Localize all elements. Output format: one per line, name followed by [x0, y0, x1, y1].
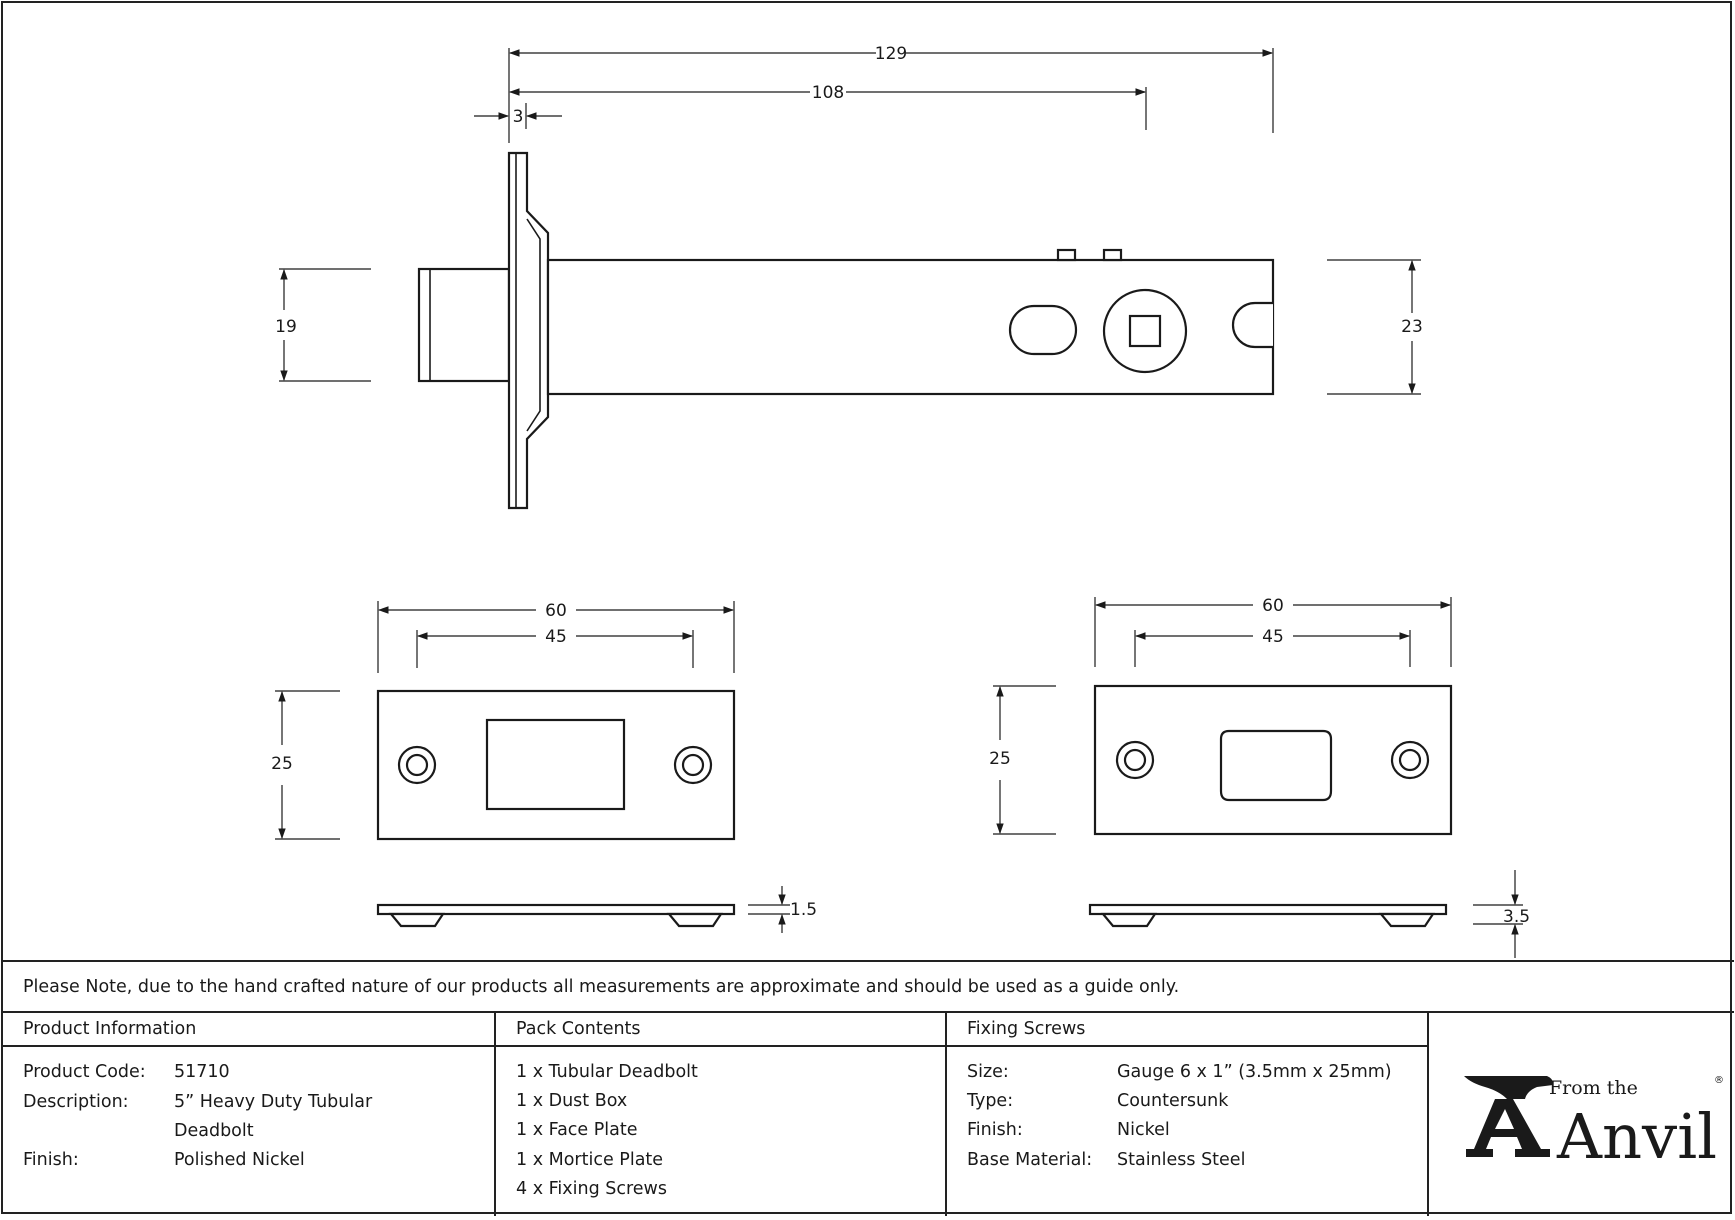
- dim-backset-length: 108: [812, 83, 844, 103]
- pack-item: 1 x Face Plate: [516, 1120, 638, 1140]
- screw-hole-countersink: [681, 753, 705, 777]
- anvil-logo-mark: From the Anvil ®: [1464, 1075, 1724, 1173]
- logo-from-the: From the: [1549, 1077, 1638, 1099]
- case-tab: [1056, 248, 1077, 262]
- dim-mortice-plate-hole-spacing: 45: [1262, 627, 1284, 647]
- screw-hole-countersink: [1123, 748, 1147, 772]
- fixing-screws-heading: Fixing Screws: [947, 1013, 1427, 1047]
- face-plate-front-view: [376, 689, 736, 841]
- face-plate-side-view: 1.5: [376, 886, 817, 933]
- screw-hole-countersink: [405, 753, 429, 777]
- square-spindle-hole: [1128, 314, 1162, 348]
- screw-material-label: Base Material:: [967, 1150, 1093, 1170]
- dim-face-plate-hole-spacing: 45: [545, 627, 567, 647]
- dim-case-height: 23: [1401, 317, 1423, 337]
- screw-finish-label: Finish:: [967, 1120, 1023, 1140]
- product-info-heading: Product Information: [3, 1013, 494, 1047]
- case-end-notch: [1231, 301, 1273, 349]
- screw-size-label: Size:: [967, 1062, 1009, 1082]
- finish-value: Polished Nickel: [174, 1150, 305, 1170]
- dim-face-plate-height: 25: [271, 754, 293, 774]
- dim-mortice-plate-height: 25: [989, 749, 1011, 769]
- product-code-label: Product Code:: [23, 1062, 146, 1082]
- bolt-head: [417, 267, 511, 383]
- screw-material-value: Stainless Steel: [1117, 1150, 1246, 1170]
- disclaimer-text: Please Note, due to the hand crafted nat…: [23, 977, 1180, 997]
- dim-mortice-plate-width: 60: [1262, 596, 1284, 616]
- deadbolt-drawing: 129 108 3 19 23: [271, 44, 1530, 958]
- dim-bolt-height: 19: [275, 317, 297, 337]
- pack-item: 1 x Mortice Plate: [516, 1150, 664, 1170]
- face-plate-flange: [507, 151, 550, 510]
- screw-type-label: Type:: [967, 1091, 1014, 1111]
- mortice-plate-dimensions: 60 45 25: [989, 596, 1452, 835]
- pack-contents-panel: Pack Contents 1 x Tubular Deadbolt 1 x D…: [496, 1013, 947, 1216]
- logo-brand: Anvil: [1556, 1100, 1717, 1173]
- disclaimer-row: Please Note, due to the hand crafted nat…: [3, 960, 1734, 1013]
- dim-mortice-plate-depth: 3.5: [1503, 907, 1530, 927]
- description-value-line2: Deadbolt: [174, 1121, 254, 1141]
- finish-label: Finish:: [23, 1150, 79, 1170]
- fixing-screws-panel: Fixing Screws Size: Gauge 6 x 1” (3.5mm …: [947, 1013, 1429, 1216]
- description-label: Description:: [23, 1092, 129, 1112]
- dim-overall-length: 129: [875, 44, 907, 64]
- screw-finish-value: Nickel: [1117, 1120, 1170, 1140]
- case-tab: [1102, 248, 1123, 262]
- dim-face-plate-depth: 1.5: [790, 900, 817, 920]
- mortice-plate-front-view: [1093, 684, 1453, 836]
- pack-item: 4 x Fixing Screws: [516, 1179, 667, 1199]
- pack-contents-heading: Pack Contents: [496, 1013, 945, 1047]
- mortice-plate-side-view: 3.5: [1088, 870, 1530, 958]
- pack-item: 1 x Tubular Deadbolt: [516, 1062, 698, 1082]
- anvil-logo: From the Anvil ®: [1429, 1013, 1734, 1216]
- product-code-value: 51710: [174, 1062, 230, 1082]
- screw-type-value: Countersunk: [1117, 1091, 1229, 1111]
- pack-item: 1 x Dust Box: [516, 1091, 628, 1111]
- deadbolt-side-view: [417, 151, 1275, 510]
- product-info-panel: Product Information Product Code: 51710 …: [3, 1013, 496, 1216]
- bolt-opening: [485, 718, 626, 811]
- description-value-line1: 5” Heavy Duty Tubular: [174, 1092, 373, 1112]
- strike-opening: [1219, 729, 1333, 802]
- logo-registered: ®: [1714, 1075, 1724, 1086]
- dim-faceplate-thickness: 3: [513, 107, 524, 127]
- screw-hole-countersink: [1398, 748, 1422, 772]
- spindle-slot: [1008, 304, 1078, 356]
- dim-face-plate-width: 60: [545, 601, 567, 621]
- deadbolt-dimensions: 129 108 3 19 23: [275, 44, 1423, 395]
- screw-size-value: Gauge 6 x 1” (3.5mm x 25mm): [1117, 1062, 1392, 1082]
- face-plate-dimensions: 60 45 25: [271, 601, 735, 840]
